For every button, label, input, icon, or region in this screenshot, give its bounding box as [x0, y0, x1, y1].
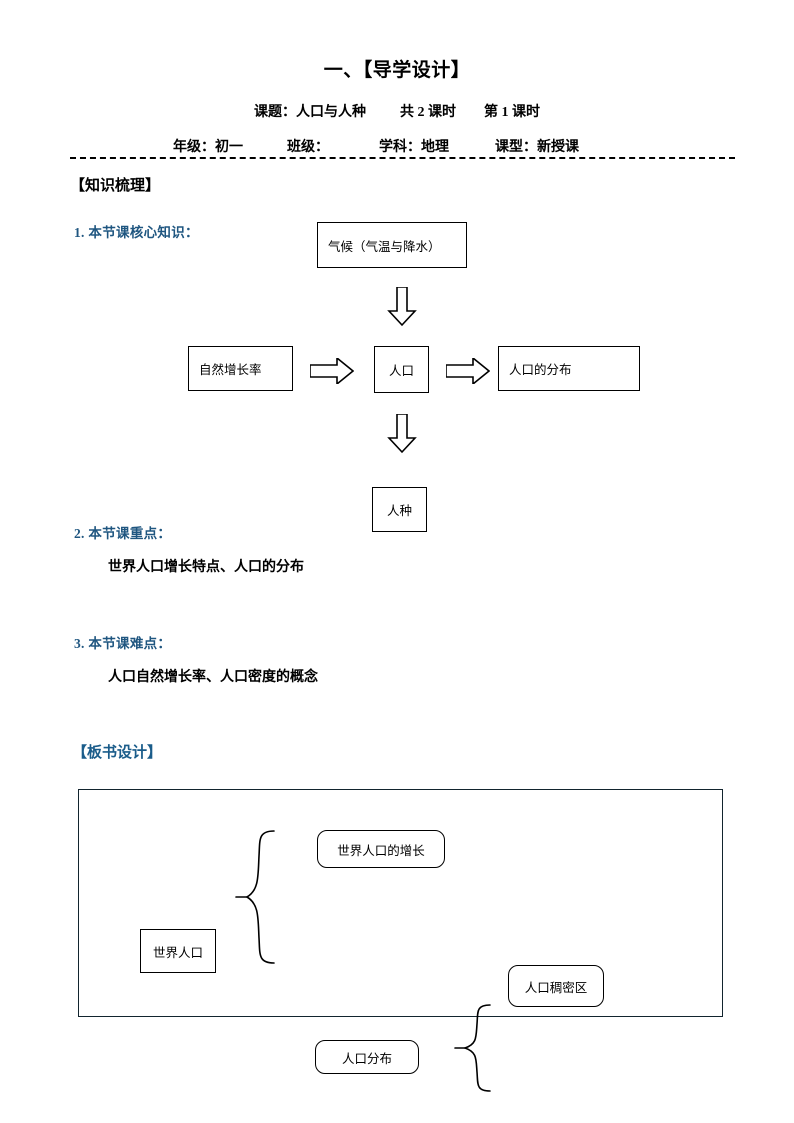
- grade-value: 初一: [215, 140, 243, 155]
- knowledge-item-1-number: 1.: [74, 225, 85, 240]
- flow-node-population-distribution: 人口的分布: [498, 346, 640, 391]
- board-design-panel: [78, 789, 723, 1017]
- knowledge-item-2-number: 2.: [74, 526, 85, 541]
- current-period: 第 1 课时: [484, 105, 540, 120]
- flow-node-climate: 气候（气温与降水）: [317, 222, 467, 268]
- knowledge-item-2: 2. 本节课重点：: [74, 522, 171, 542]
- grade-label: 年级：: [173, 140, 215, 155]
- total-periods: 共 2 课时: [400, 105, 456, 120]
- knowledge-item-1-label: 本节课核心知识：: [88, 225, 199, 240]
- page-title: 一、【导学设计】: [323, 60, 471, 81]
- knowledge-item-3-number: 3.: [74, 636, 85, 651]
- flow-node-population-distribution-label: 人口的分布: [509, 363, 572, 377]
- flow-node-natural-growth-rate-label: 自然增长率: [199, 363, 262, 377]
- knowledge-item-2-label: 本节课重点：: [88, 526, 172, 541]
- knowledge-item-3-content: 人口自然增长率、人口密度的概念: [108, 670, 318, 685]
- knowledge-review-heading: 【知识梳理】: [70, 178, 161, 194]
- flow-node-race: 人种: [372, 487, 427, 532]
- subject-label: 学科：: [379, 140, 421, 155]
- flow-node-race-label: 人种: [386, 504, 412, 518]
- flow-arrow-right-growth-to-population: [310, 358, 354, 384]
- brace-world-population: [235, 830, 275, 964]
- brace-population-distribution: [454, 1004, 491, 1092]
- lesson-type-value: 新授课: [537, 140, 579, 155]
- flow-node-climate-label: 气候（气温与降水）: [328, 239, 441, 254]
- lesson-type-label: 课型：: [495, 140, 537, 155]
- knowledge-item-1: 1. 本节课核心知识：: [74, 221, 199, 241]
- knowledge-item-3: 3. 本节课难点：: [74, 632, 171, 652]
- header-divider: [70, 157, 735, 159]
- flow-arrow-down-climate-to-population: [387, 287, 417, 327]
- board-node-population-distribution-label: 人口分布: [341, 1051, 392, 1066]
- subject-value: 地理: [421, 140, 449, 155]
- board-node-world-population-growth: 世界人口的增长: [317, 830, 445, 868]
- lesson-meta-line-2: 年级：初一 班级： 学科：地理 课型：新授课: [173, 136, 673, 156]
- flow-node-natural-growth-rate: 自然增长率: [188, 346, 293, 391]
- flow-arrow-down-population-to-race: [387, 414, 417, 454]
- class-label: 班级：: [287, 140, 329, 155]
- knowledge-item-3-label: 本节课难点：: [88, 636, 172, 651]
- board-node-population-distribution: 人口分布: [315, 1040, 419, 1074]
- board-node-world-population: 世界人口: [140, 929, 216, 973]
- flow-node-population-label: 人口: [388, 364, 414, 378]
- board-node-dense-population-area-label: 人口稠密区: [524, 980, 588, 995]
- board-node-world-population-growth-label: 世界人口的增长: [337, 843, 425, 858]
- knowledge-item-2-content: 世界人口增长特点、人口的分布: [108, 560, 304, 575]
- board-node-world-population-label: 世界人口: [152, 945, 203, 960]
- lesson-meta-line-1: 课题：人口与人种 共 2 课时 第 1 课时: [0, 101, 794, 121]
- flow-arrow-right-population-to-distribution: [446, 358, 490, 384]
- topic-value: 人口与人种: [296, 105, 366, 120]
- board-node-dense-population-area: 人口稠密区: [508, 965, 604, 1007]
- topic-label: 课题：: [254, 105, 296, 120]
- flow-node-population: 人口: [374, 346, 429, 393]
- board-design-heading: 【板书设计】: [72, 745, 163, 761]
